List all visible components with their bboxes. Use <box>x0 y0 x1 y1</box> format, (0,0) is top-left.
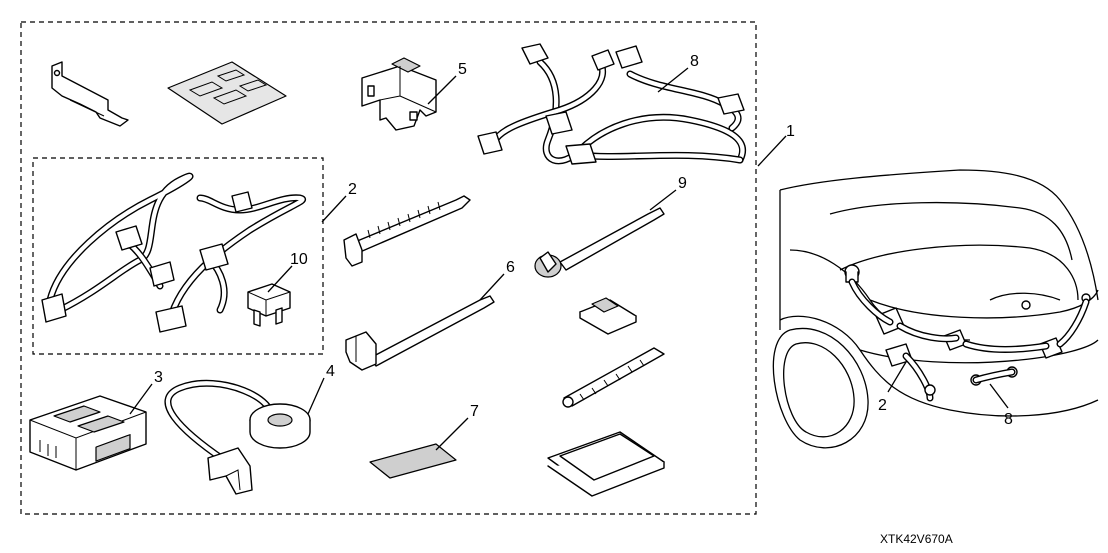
callout-2: 2 <box>348 181 357 198</box>
callout-8: 8 <box>690 53 699 70</box>
leader-6 <box>479 273 505 301</box>
leader-8 <box>657 67 689 93</box>
cable-tie-part <box>343 195 471 267</box>
leader-5 <box>427 75 457 105</box>
bracket-part <box>51 61 129 127</box>
callout-4: 4 <box>326 363 335 380</box>
label-sheet-part <box>167 61 287 125</box>
leader-4 <box>307 377 325 415</box>
subkit-boundary <box>32 157 324 355</box>
clip-part <box>579 297 637 335</box>
leader-2-vehicle <box>887 361 907 393</box>
vehicle-rear-illustration <box>772 169 1099 449</box>
leader-8-vehicle <box>989 383 1009 409</box>
leader-10 <box>267 265 293 293</box>
clip-tie-9-part <box>534 207 665 278</box>
callout-9: 9 <box>678 175 687 192</box>
tube-part <box>562 347 665 408</box>
callout-3: 3 <box>154 369 163 386</box>
callout-1: 1 <box>786 123 795 140</box>
callout-6: 6 <box>506 259 515 276</box>
control-unit-part <box>29 395 147 471</box>
callout-8-vehicle: 8 <box>1004 411 1013 428</box>
harness-2-part <box>41 172 306 333</box>
harness-8-part <box>477 43 746 165</box>
callout-7: 7 <box>470 403 479 420</box>
leader-1 <box>757 135 787 167</box>
manual-part <box>547 431 665 497</box>
callout-5: 5 <box>458 61 467 78</box>
leader-3 <box>129 383 153 415</box>
mount-bracket-part <box>361 57 437 131</box>
callout-2-vehicle: 2 <box>878 397 887 414</box>
kit-boundary <box>20 21 757 515</box>
clip-tie-6-part <box>345 295 495 371</box>
fuse-part <box>247 283 291 327</box>
callout-10: 10 <box>290 251 308 268</box>
leader-2 <box>321 195 347 223</box>
buzzer-part <box>164 379 311 495</box>
leader-7 <box>435 417 469 451</box>
pad-part <box>369 443 457 479</box>
diagram-code: XTK42V670A <box>880 532 953 546</box>
leader-9 <box>649 189 677 211</box>
